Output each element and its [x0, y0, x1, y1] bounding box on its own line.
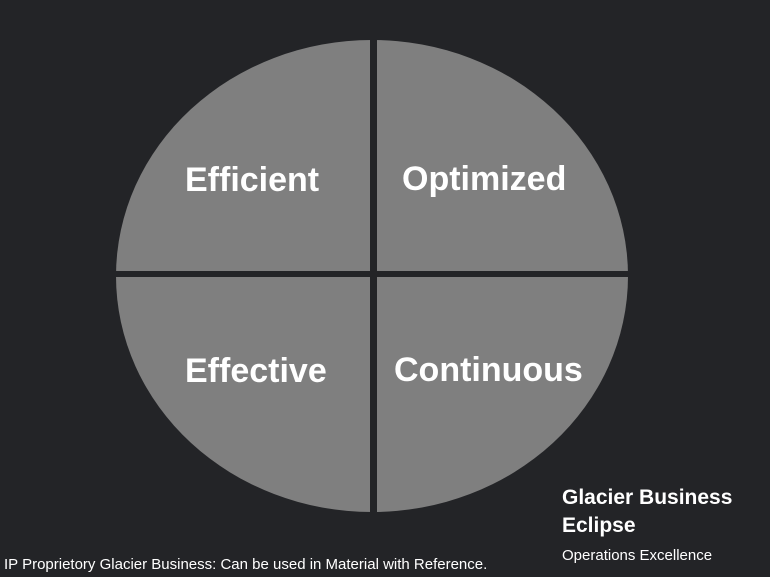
- quadrant-label-effective: Effective: [185, 352, 327, 390]
- brand-subtitle: Operations Excellence: [562, 547, 713, 564]
- quadrant-top-left: [116, 40, 370, 271]
- quadrant-label-continuous: Continuous: [394, 351, 583, 389]
- footer-text: IP Proprietory Glacier Business: Can be …: [4, 556, 488, 573]
- quadrant-top-right: [377, 40, 628, 271]
- quadrant-bottom-left: [116, 277, 370, 512]
- quadrant-label-optimized: Optimized: [402, 160, 567, 198]
- quadrant-label-efficient: Efficient: [185, 161, 320, 199]
- brand-title: Glacier Business Eclipse: [562, 486, 733, 537]
